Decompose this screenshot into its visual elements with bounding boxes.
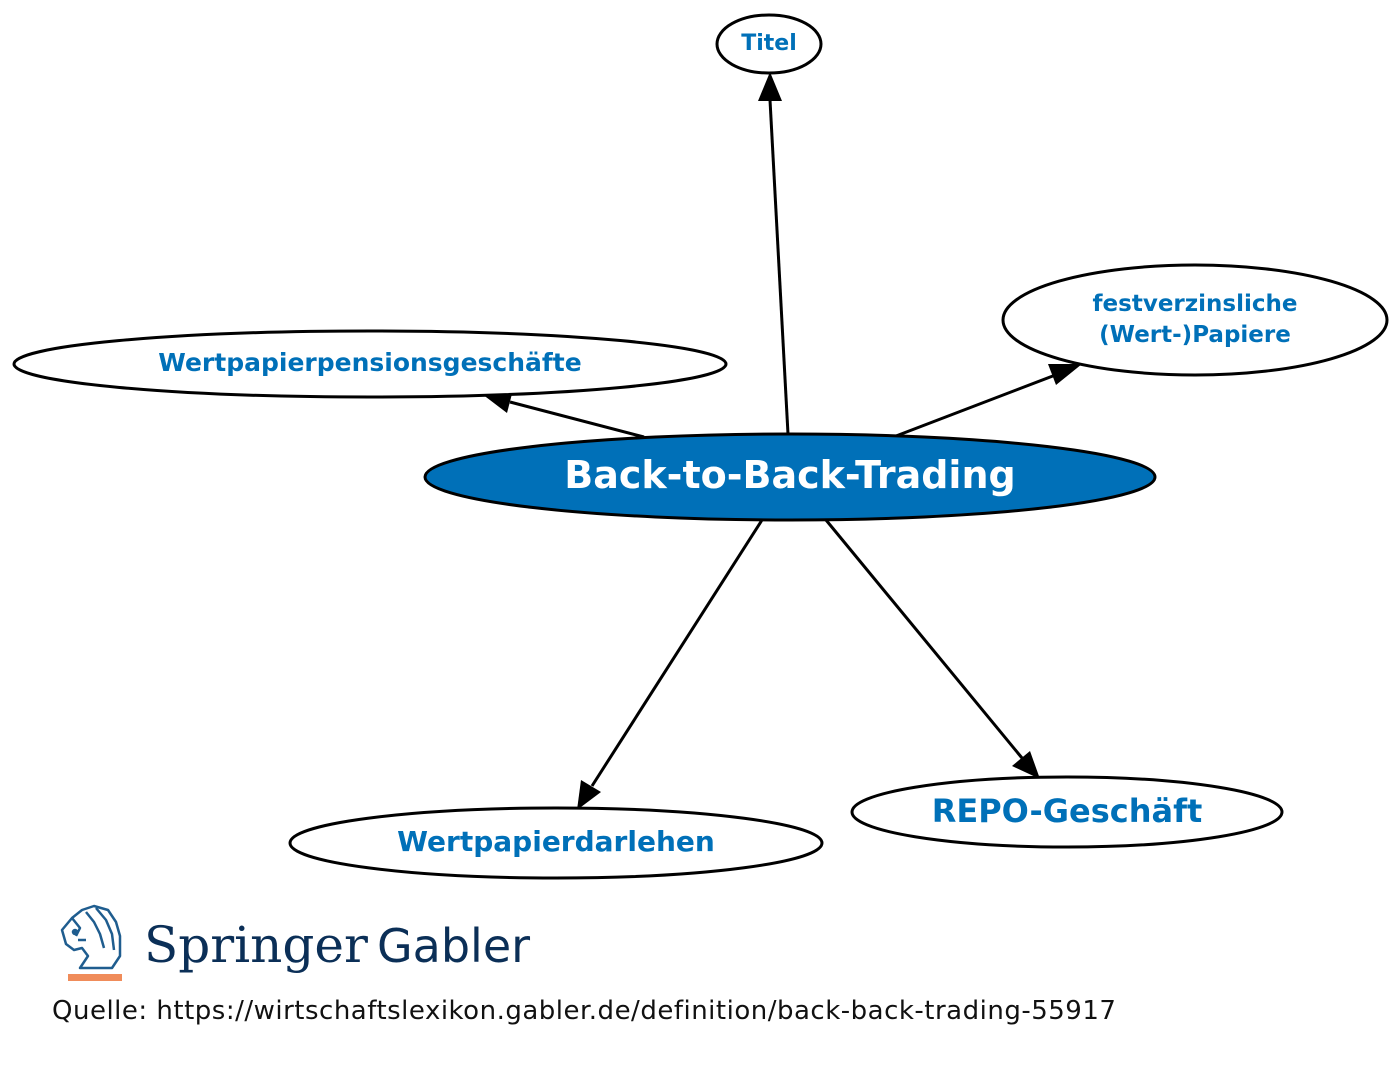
- edges: [482, 72, 1082, 810]
- arrowhead-wertpapierdarlehen: [577, 780, 601, 810]
- node-festverzinsliche-label-line1: festverzinsliche: [1093, 291, 1298, 317]
- arrowhead-titel: [758, 72, 782, 101]
- node-festverzinsliche-label-line2: (Wert-)Papiere: [1099, 322, 1291, 348]
- arrowhead-festverzinsliche: [1048, 364, 1082, 385]
- node-wertpapierdarlehen[interactable]: Wertpapierdarlehen: [288, 806, 824, 880]
- arrowhead-repo: [1012, 751, 1040, 779]
- node-festverzinsliche-papiere[interactable]: festverzinsliche (Wert-)Papiere: [1001, 263, 1389, 377]
- node-repo-geschaeft[interactable]: REPO-Geschäft: [850, 775, 1284, 849]
- node-wertpapierpensionsgeschaefte[interactable]: Wertpapierpensionsgeschäfte: [12, 329, 728, 399]
- node-back-to-back-trading[interactable]: Back-to-Back-Trading: [423, 432, 1157, 522]
- node-titel[interactable]: Titel: [715, 13, 823, 75]
- edge-to-titel: [768, 99, 790, 435]
- node-wertpapierdarlehen-label: Wertpapierdarlehen: [397, 825, 715, 858]
- edge-to-festverzinsliche: [895, 372, 1059, 438]
- edge-to-wertpapierpension: [509, 400, 645, 439]
- concept-map: Titel festverzinsliche (Wert-)Papiere We…: [12, 13, 1389, 880]
- node-titel-label: Titel: [741, 31, 797, 56]
- node-wertpapierpension-label: Wertpapierpensionsgeschäfte: [158, 348, 581, 377]
- logo-springer-text: Springer: [144, 916, 368, 974]
- edge-to-wertpapierdarlehen: [590, 519, 764, 787]
- logo-gabler-text: Gabler: [377, 919, 530, 973]
- source-prefix: Quelle:: [52, 996, 148, 1026]
- source-citation: Quelle: https://wirtschaftslexikon.gable…: [52, 996, 1116, 1026]
- springer-gabler-logo: Springer Gabler: [52, 900, 552, 990]
- center-node-label: Back-to-Back-Trading: [564, 453, 1015, 497]
- springer-horse-logo-icon: Springer Gabler: [60, 904, 530, 981]
- node-repo-label: REPO-Geschäft: [932, 792, 1203, 830]
- source-url-link[interactable]: https://wirtschaftslexikon.gabler.de/def…: [156, 996, 1117, 1026]
- edge-to-repo: [824, 519, 1024, 759]
